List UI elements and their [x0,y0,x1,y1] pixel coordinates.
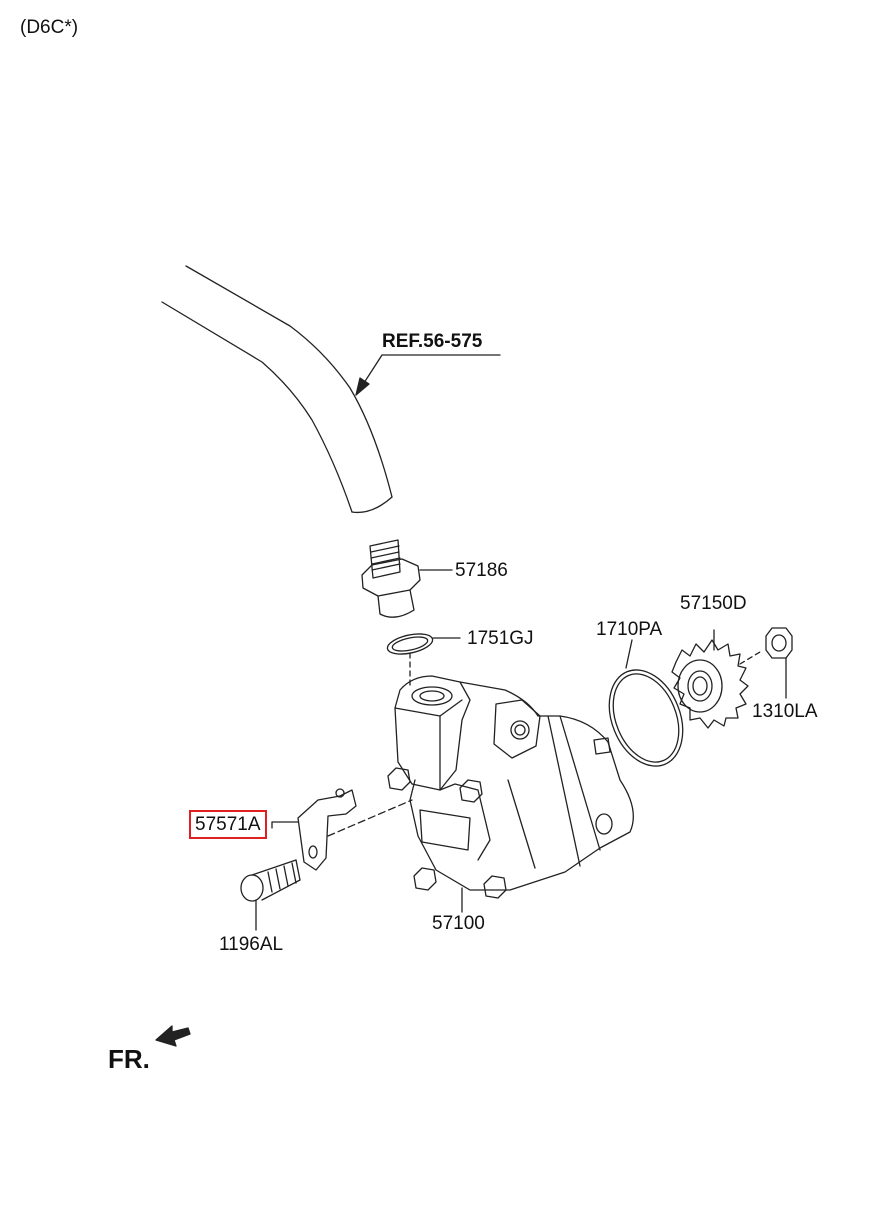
pump-body-57100-drawing [387,675,634,913]
ref-arrow [355,377,370,396]
reference-label[interactable]: REF.56-575 [382,331,483,352]
part-label-1196AL[interactable]: 1196AL [219,934,284,955]
nut-1310LA-drawing [765,627,793,699]
part-label-1310LA[interactable]: 1310LA [752,701,818,722]
part-label-1710PA[interactable]: 1710PA [596,619,663,640]
part-label-57150D[interactable]: 57150D [680,593,747,614]
ref-leader-line [361,354,501,387]
oring-1710PA-drawing [608,639,684,767]
bracket-57571A-drawing [271,788,413,871]
front-direction-label: FR. [108,1044,150,1074]
bolt-1196AL-drawing [240,859,301,931]
variant-label: (D6C*) [20,17,79,38]
oring-1751GJ-drawing [386,633,461,689]
hose-drawing [161,265,393,514]
part-label-57100[interactable]: 57100 [432,913,485,934]
part-label-1751GJ[interactable]: 1751GJ [467,628,534,649]
fitting-57186-drawing [361,539,453,618]
fr-arrow [155,1025,191,1047]
part-label-57571A[interactable]: 57571A [189,810,267,839]
gear-57150D-drawing [671,629,761,729]
part-label-57186[interactable]: 57186 [455,560,508,581]
